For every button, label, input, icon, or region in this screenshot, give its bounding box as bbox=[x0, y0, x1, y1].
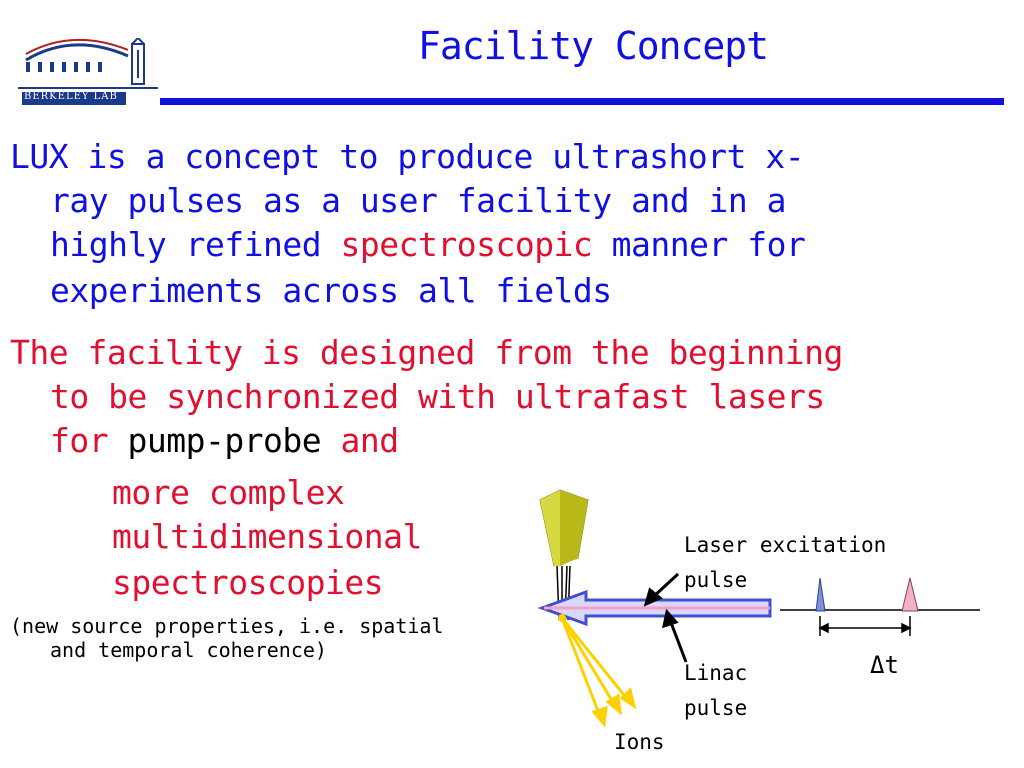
para2-highlight-pump-probe: pump-probe bbox=[127, 421, 322, 460]
para1-line2: ray pulses as a user facility and in a bbox=[50, 181, 786, 220]
linac-label-line2: pulse bbox=[684, 696, 748, 720]
para2-line3: for pump-probe and bbox=[50, 418, 399, 463]
para2-line1: The facility is designed from the beginn… bbox=[10, 333, 843, 372]
ion-arrows bbox=[560, 617, 637, 728]
logo-graphic bbox=[18, 36, 158, 105]
para1-line3-pre: highly refined bbox=[50, 225, 341, 264]
laser-pulse-peak bbox=[815, 577, 826, 612]
para2-line4: more complex bbox=[112, 473, 345, 512]
slide-title: Facility Concept bbox=[418, 24, 769, 68]
linac-label-line1: Linac bbox=[684, 661, 748, 685]
note-line2: and temporal coherence) bbox=[50, 638, 327, 662]
interaction-point bbox=[558, 614, 566, 622]
para2-line6: spectroscopies bbox=[112, 563, 384, 602]
para1-line4: experiments across all fields bbox=[50, 271, 612, 310]
linac-pulse-peak bbox=[901, 577, 919, 612]
laser-pointer-arrow bbox=[643, 572, 680, 607]
para1-line3: highly refined spectroscopic manner for bbox=[50, 222, 806, 267]
berkeley-lab-logo: Berkeley Lab bbox=[18, 36, 158, 108]
para1-line3-post: manner for bbox=[592, 225, 806, 264]
title-rule bbox=[160, 98, 1004, 105]
para2-line2: to be synchronized with ultrafast lasers bbox=[50, 377, 825, 416]
note-line1: (new source properties, i.e. spatial bbox=[10, 614, 444, 638]
ions-label: Ions bbox=[614, 730, 665, 754]
linac-pointer-arrow bbox=[661, 608, 688, 663]
pump-probe-diagram bbox=[537, 489, 980, 728]
para2-line3-pre: for bbox=[50, 421, 128, 460]
para2-line5: multidimensional bbox=[112, 517, 422, 556]
logo-text: Berkeley Lab bbox=[24, 91, 118, 102]
sample-pyramid bbox=[539, 489, 589, 567]
para1-highlight-spectroscopic: spectroscopic bbox=[340, 225, 593, 264]
laser-label-line2: pulse bbox=[684, 568, 748, 592]
delay-arrow bbox=[818, 622, 912, 634]
linac-pulse-arrow bbox=[537, 589, 772, 627]
para1-line1: LUX is a concept to produce ultrashort x… bbox=[10, 137, 805, 176]
laser-label-line1: Laser excitation bbox=[684, 533, 887, 557]
para2-line3-post: and bbox=[321, 421, 400, 460]
delta-t-label: Δt bbox=[870, 651, 899, 679]
